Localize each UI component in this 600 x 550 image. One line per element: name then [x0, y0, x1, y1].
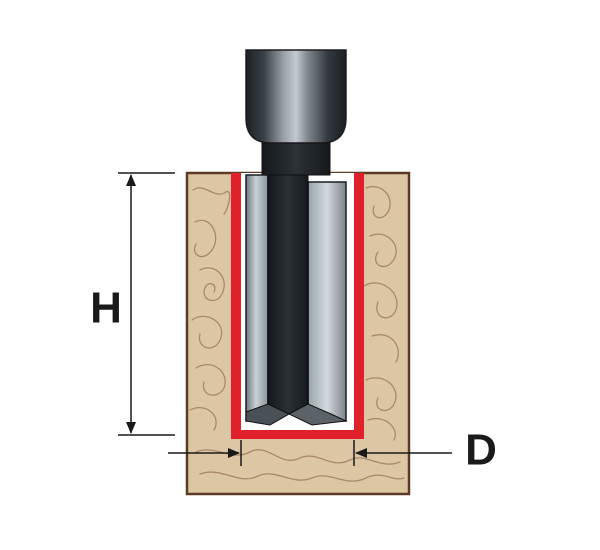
cutting-tip-right	[287, 403, 348, 426]
bit-neck	[261, 142, 331, 176]
bit-core	[267, 174, 309, 415]
router-bit	[245, 49, 348, 426]
right-flute	[307, 181, 347, 422]
diameter-label: D	[465, 426, 497, 475]
cutting-tip-left	[245, 403, 291, 426]
diameter-dimension	[168, 440, 452, 466]
upper-shank	[245, 49, 347, 144]
height-label: H	[90, 284, 122, 333]
left-flute	[245, 174, 269, 422]
height-dimension	[118, 172, 175, 436]
